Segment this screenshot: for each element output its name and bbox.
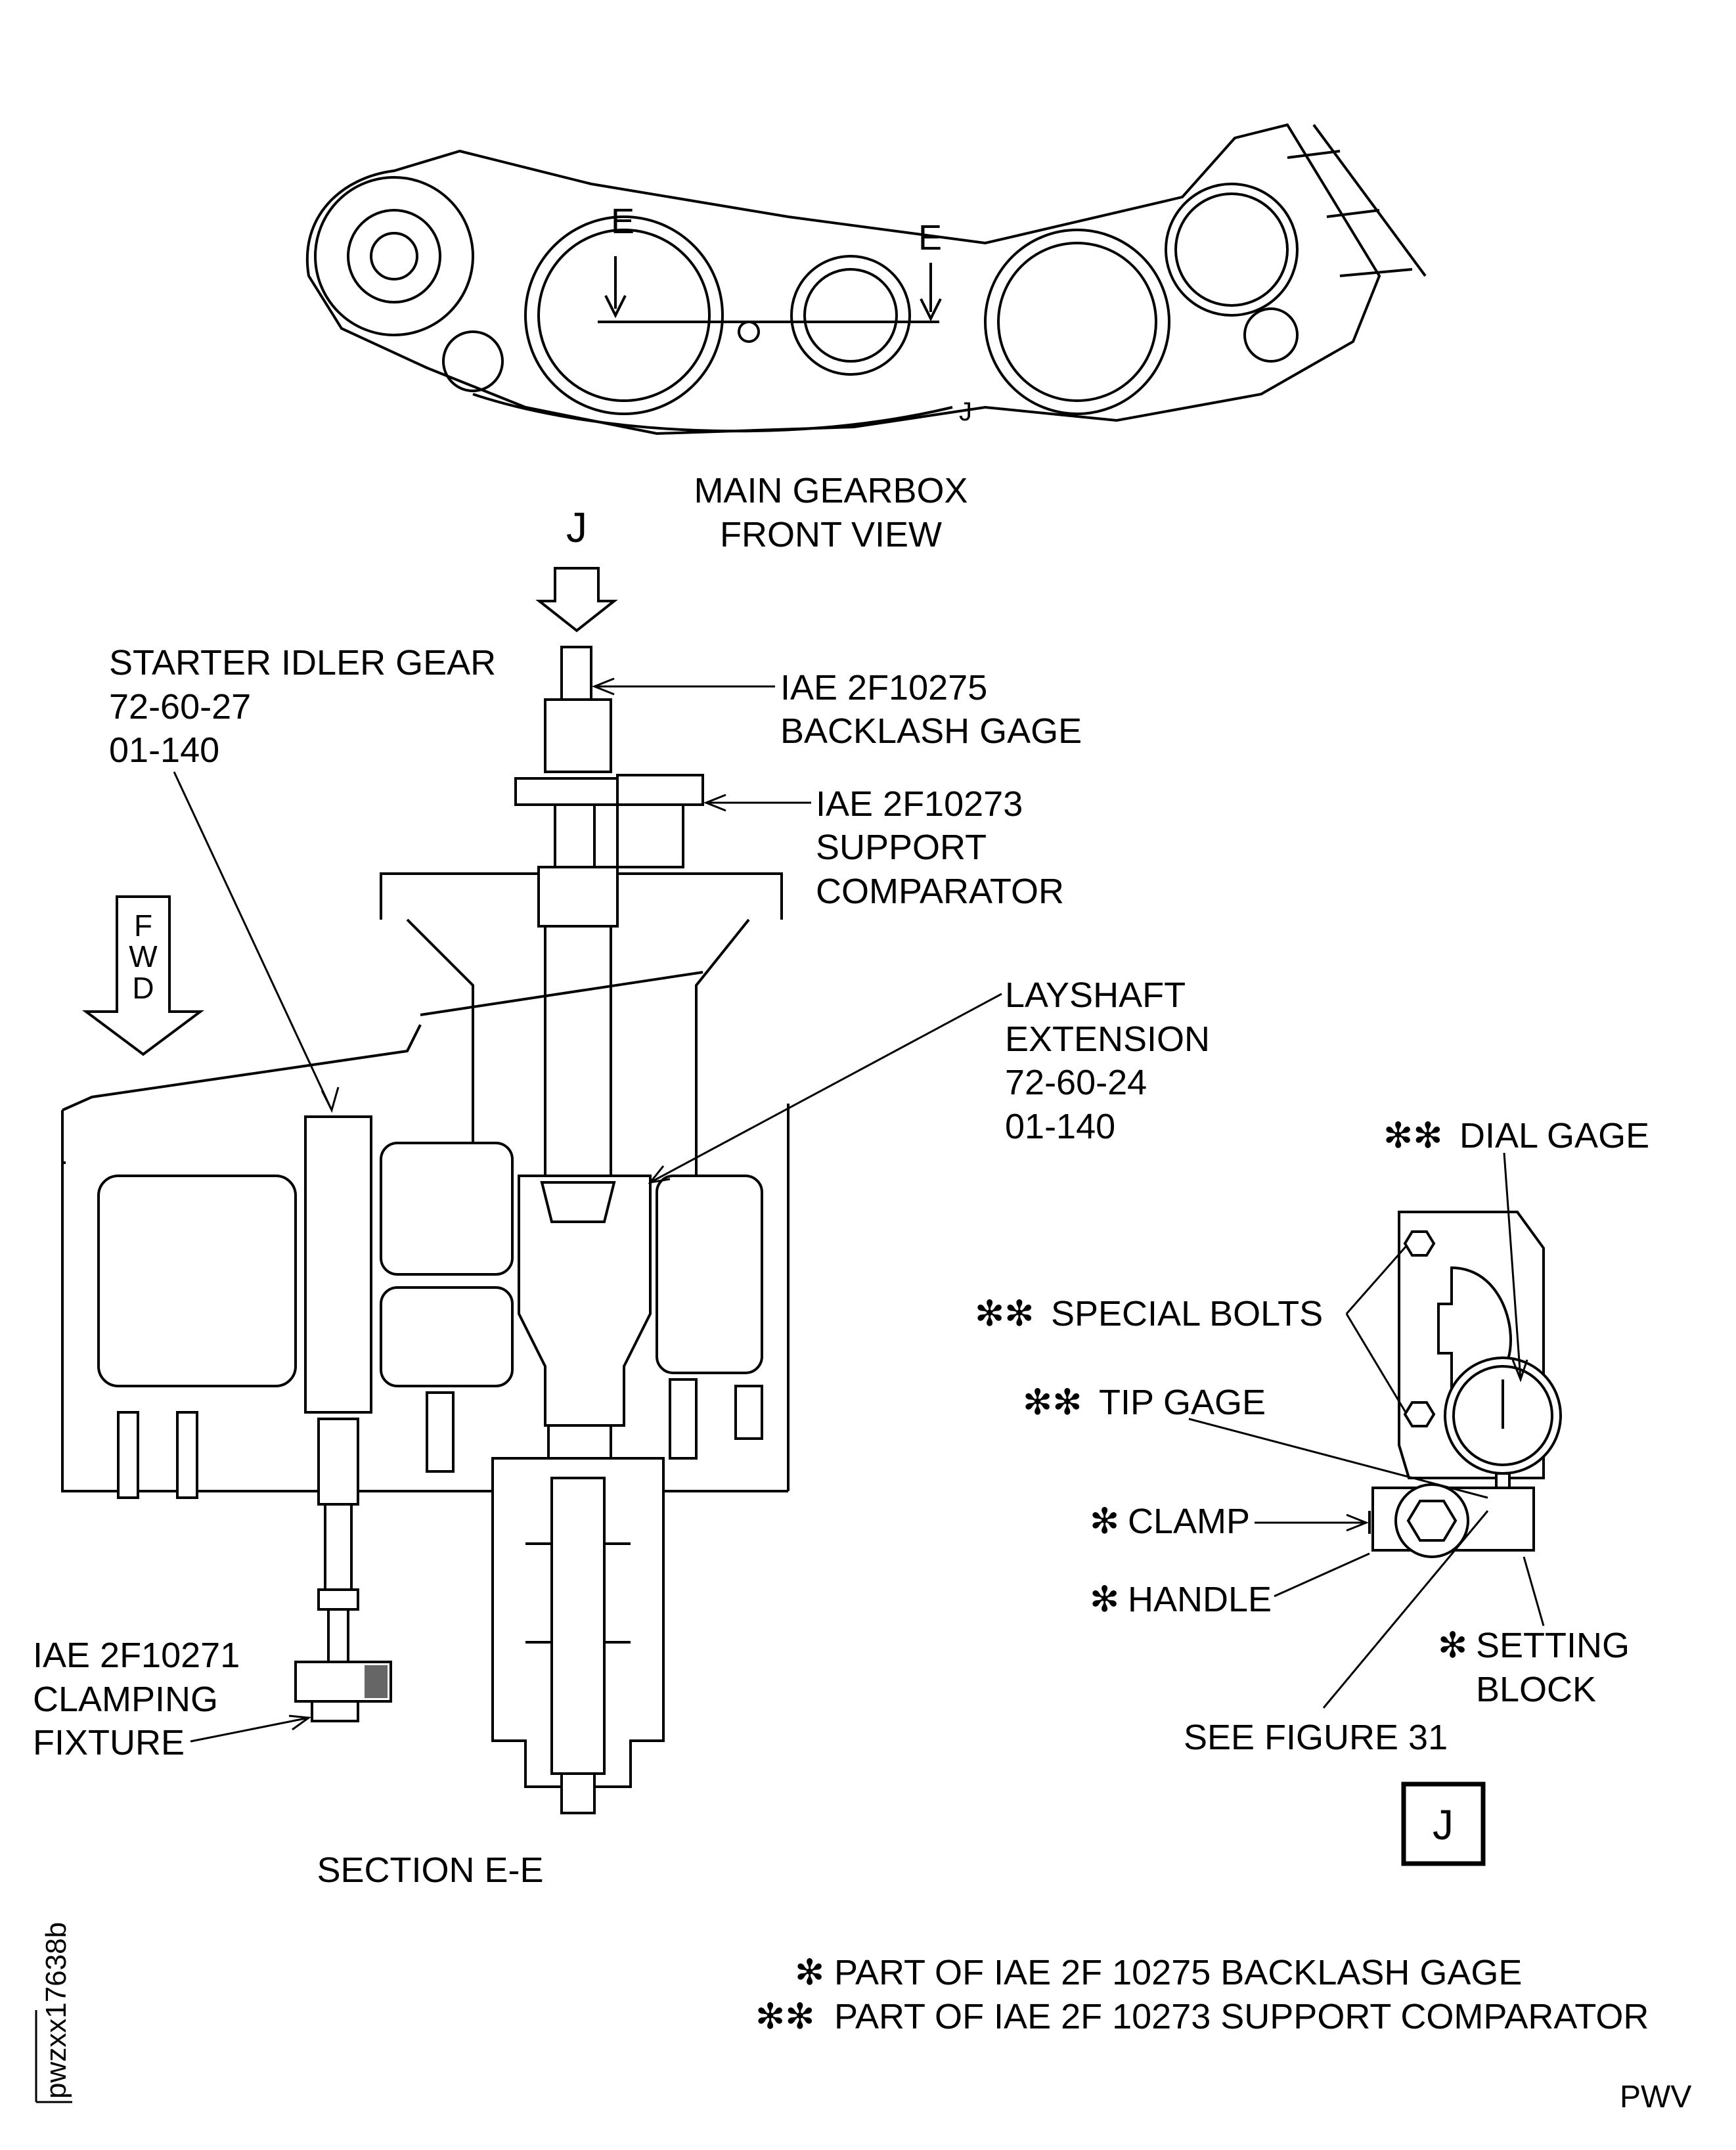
leader-dial-gage (1503, 1152, 1528, 1383)
section-marker-e-left: E (611, 202, 634, 241)
view-arrow-j-label: J (566, 504, 587, 551)
starter-idler-callout-1: STARTER IDLER GEAR (109, 643, 496, 683)
clamping-fixture-callout-2: CLAMPING (33, 1680, 218, 1719)
starter-idler-callout-3: 01-140 (109, 730, 219, 770)
special-bolts-label: SPECIAL BOLTS (1051, 1294, 1323, 1333)
clamping-fixture-callout-3: FIXTURE (33, 1723, 185, 1762)
view-j-box-label: J (1433, 1801, 1454, 1848)
view-j-box (1401, 1781, 1486, 1866)
tip-gage-label: TIP GAGE (1099, 1383, 1266, 1422)
backlash-gage-callout-2: BACKLASH GAGE (780, 711, 1082, 751)
setting-block-star: ✻ (1438, 1626, 1467, 1665)
leader-clamp (1255, 1513, 1369, 1532)
clamp-star: ✻ (1090, 1502, 1119, 1541)
gearbox-front-view-drawing (305, 123, 1427, 436)
section-marker-e-right: E (918, 218, 942, 258)
leader-starter-idler (173, 771, 340, 1113)
backlash-gage-callout-1: IAE 2F10275 (780, 668, 987, 707)
fwd-label-d: D (132, 971, 154, 1005)
leader-special-bolts (1345, 1246, 1407, 1413)
fwd-label-w: W (129, 939, 158, 974)
support-comparator-callout-1: IAE 2F10273 (816, 784, 1023, 824)
front-view-title-2: FRONT VIEW (720, 515, 942, 554)
layshaft-callout-4: 01-140 (1005, 1107, 1115, 1146)
note-single-star: ✻ (795, 1953, 824, 1992)
fwd-arrow-icon (81, 895, 205, 1056)
handle-label: HANDLE (1128, 1580, 1272, 1619)
starter-idler-callout-2: 72-60-27 (109, 687, 251, 727)
dial-gage-stars: ✻✻ (1383, 1116, 1443, 1155)
leader-support-comparator (703, 794, 811, 812)
layshaft-callout-3: 72-60-24 (1005, 1063, 1147, 1102)
tip-gage-stars: ✻✻ (1023, 1383, 1082, 1422)
leader-backlash-gage (591, 677, 775, 696)
setting-block-label-2: BLOCK (1476, 1670, 1596, 1709)
leader-see-figure (1322, 1510, 1489, 1709)
note-double-star: ✻✻ (755, 1997, 815, 2036)
layshaft-callout-2: EXTENSION (1005, 1019, 1210, 1059)
handle-star: ✻ (1090, 1580, 1119, 1619)
special-bolts-stars: ✻✻ (975, 1294, 1035, 1333)
leader-handle (1274, 1552, 1370, 1598)
section-title: SECTION E-E (317, 1850, 543, 1890)
setting-block-label-1: SETTING (1476, 1626, 1630, 1665)
leader-layshaft (648, 993, 1002, 1184)
clamping-fixture-callout-1: IAE 2F10271 (33, 1636, 240, 1675)
note-single-star-text: PART OF IAE 2F 10275 BACKLASH GAGE (834, 1953, 1522, 1992)
view-marker-j-small: J (959, 397, 972, 426)
clamp-label: CLAMP (1128, 1502, 1250, 1541)
leader-tip-gage (1188, 1418, 1488, 1499)
front-view-title-1: MAIN GEARBOX (694, 471, 968, 510)
view-arrow-j-icon (535, 567, 618, 633)
dial-gage-label: DIAL GAGE (1459, 1116, 1649, 1155)
see-figure-label: SEE FIGURE 31 (1184, 1718, 1448, 1757)
leader-setting-block (1523, 1556, 1545, 1626)
footer-code: PWV (1620, 2080, 1691, 2115)
figure-id-bracket (35, 2010, 72, 2103)
leader-clamping-fixture (190, 1714, 312, 1743)
layshaft-callout-1: LAYSHAFT (1005, 975, 1186, 1015)
note-double-star-text: PART OF IAE 2F 10273 SUPPORT COMPARATOR (834, 1997, 1649, 2036)
section-drawing (61, 646, 790, 1814)
fwd-label-f: F (134, 908, 152, 943)
view-j-drawing (1368, 1211, 1562, 1558)
figure-id: pwzxx17638b (40, 1922, 72, 2099)
support-comparator-callout-3: COMPARATOR (816, 872, 1064, 911)
support-comparator-callout-2: SUPPORT (816, 828, 987, 867)
